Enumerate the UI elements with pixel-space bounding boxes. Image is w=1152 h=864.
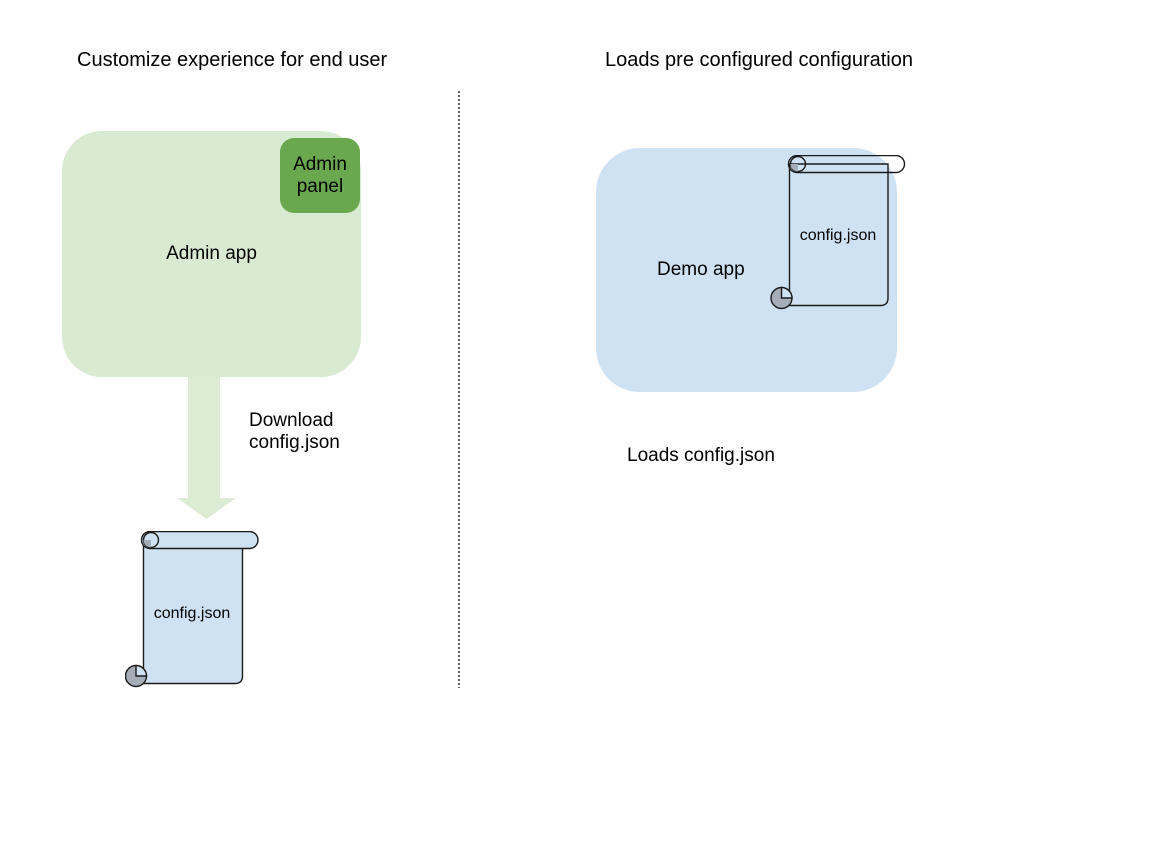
demo-app-label: Demo app [657,259,745,280]
config-json-label-left: config.json [154,605,231,622]
download-config-label: Download config.json [249,410,340,453]
admin-panel-label: Admin panel [293,153,347,197]
admin-app-box: Admin app Admin panel [62,131,361,377]
config-json-label-right: config.json [800,227,877,244]
download-arrow-icon [177,377,236,519]
left-section-title: Customize experience for end user [77,49,388,71]
section-divider [458,91,460,688]
config-json-scroll-left: config.json [125,531,259,688]
demo-app-box [596,148,897,392]
admin-panel-box: Admin panel [280,138,360,213]
loads-config-caption: Loads config.json [627,445,775,466]
admin-app-label: Admin app [166,243,257,264]
config-json-scroll-right: config.json [770,155,906,310]
right-section-title: Loads pre configured configuration [605,49,913,71]
